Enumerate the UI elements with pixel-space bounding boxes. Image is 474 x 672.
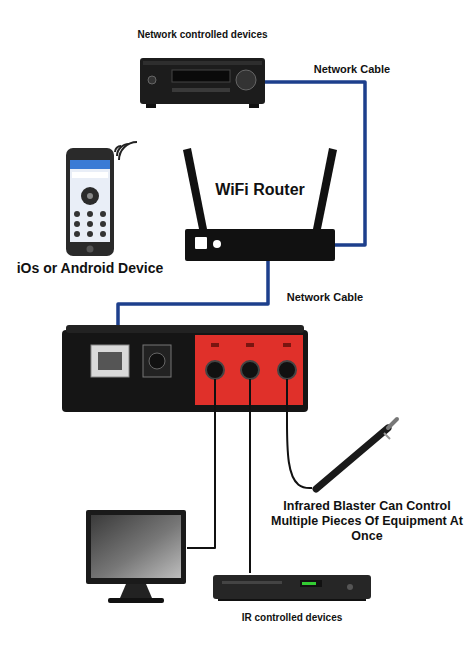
blaster-tip (388, 419, 397, 428)
router-light (213, 240, 221, 248)
wifi-router (183, 148, 337, 261)
phone-key (74, 211, 80, 217)
ir-indicator (283, 343, 291, 347)
tv-stand (120, 584, 152, 598)
phone-key (74, 231, 80, 237)
ir-device-box: IR controlled devices (213, 573, 371, 601)
ir-wire (214, 379, 216, 412)
receiver-buttons (172, 88, 230, 92)
router-light (195, 237, 207, 249)
phone-key (87, 231, 93, 237)
ir-indicator (211, 343, 219, 347)
ir-controller-box (62, 325, 308, 412)
dvd-tray (222, 581, 282, 584)
television (86, 510, 186, 603)
dvd-display (300, 580, 322, 587)
dvd-display-digits (302, 582, 316, 585)
ir-jack (206, 361, 224, 379)
cable-label: Network Cable (279, 291, 371, 303)
router-antenna (183, 148, 207, 229)
ir-wire (187, 412, 215, 548)
device-label: iOs or Android Device (0, 260, 194, 276)
mobile-device: iOs or Android Device (66, 148, 114, 256)
phone-home-button (87, 246, 94, 253)
receiver-display (172, 70, 230, 82)
device-label: Infrared Blaster Can Control Multiple Pi… (266, 499, 468, 544)
device-label: IR controlled devices (217, 612, 367, 624)
controller-body (62, 330, 308, 412)
tv-screen (91, 515, 181, 578)
dvd-button (347, 584, 353, 590)
dc-jack-hole (149, 353, 165, 369)
phone-key (74, 221, 80, 227)
receiver-foot (249, 104, 259, 108)
phone-key (100, 231, 106, 237)
dc-jack (143, 345, 171, 377)
ir-blaster (316, 419, 397, 489)
receiver-button (148, 76, 156, 84)
phone (66, 142, 137, 256)
rj45-port (91, 345, 129, 377)
ir-wire (287, 412, 312, 488)
ir-wire (286, 379, 288, 412)
dvd-base (218, 599, 366, 601)
phone-key (100, 221, 106, 227)
device-label: Network controlled devices (85, 29, 320, 41)
router-body (185, 229, 335, 261)
receiver-body (140, 58, 265, 104)
blaster-body (316, 428, 388, 489)
device-label: WiFi Router (205, 181, 315, 199)
ir-jack (278, 361, 296, 379)
dvd-body (213, 575, 371, 599)
tv-base (108, 598, 164, 603)
ir-device-box (86, 508, 187, 605)
phone-header (70, 160, 110, 169)
ir-blaster-box: Infrared Blaster Can Control Multiple Pi… (312, 415, 400, 493)
tv-bezel (86, 510, 186, 584)
ir-jack (241, 361, 259, 379)
ir-wire (249, 412, 251, 573)
receiver-knob (236, 70, 256, 90)
phone-row (72, 172, 108, 178)
wifi-arc (119, 142, 137, 160)
phone-dpad (81, 187, 99, 205)
phone-dpad-center (87, 193, 93, 199)
controller-ridge (66, 325, 304, 333)
receiver-trim (143, 61, 262, 65)
ir-wire (249, 379, 251, 412)
av-receiver (140, 58, 265, 108)
network-device: Network controlled devices (140, 56, 265, 108)
phone-key (87, 211, 93, 217)
router-antenna (313, 148, 337, 229)
receiver-foot (146, 104, 156, 108)
phone-screen (70, 160, 110, 242)
router-box: WiFi Router (185, 229, 335, 261)
phone-key (100, 211, 106, 217)
dvd-player (213, 575, 371, 601)
rj45-socket (98, 352, 122, 370)
cable-label: Network Cable (306, 63, 398, 75)
network-cable (265, 82, 365, 245)
phone-body (66, 148, 114, 256)
ir-controller (62, 325, 308, 412)
blaster-ring (384, 433, 390, 439)
phone-key (87, 221, 93, 227)
ir-indicator (246, 343, 254, 347)
